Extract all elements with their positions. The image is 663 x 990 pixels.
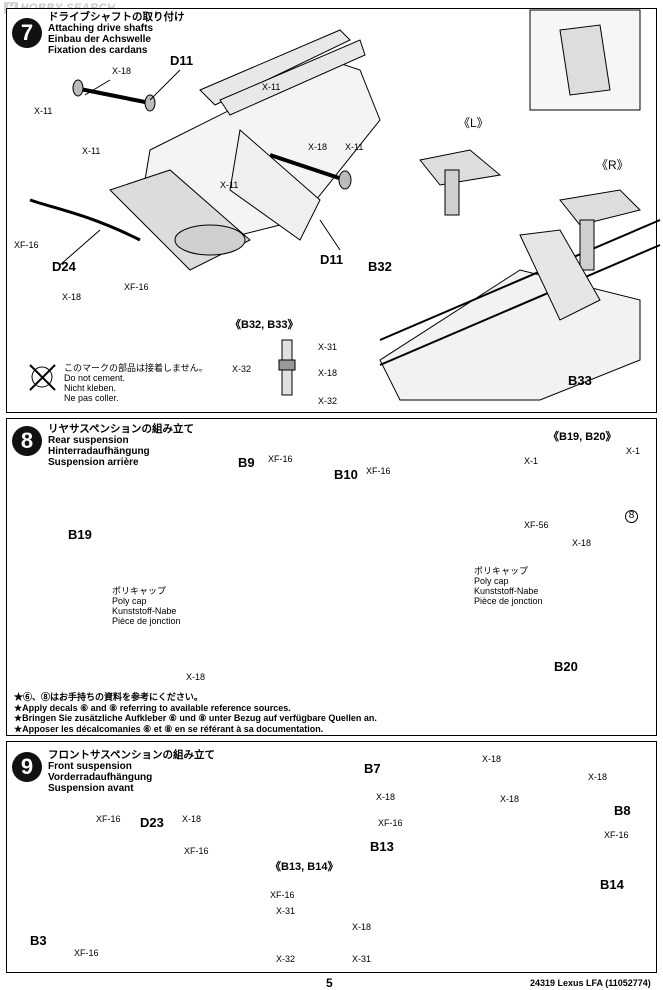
- step7-sub-x32-b: X-32: [318, 396, 338, 406]
- step8-polycap-left: ポリキャップ Poly cap Kunststoff-Nabe Pièce de…: [112, 586, 181, 626]
- label-b9: B9: [238, 455, 255, 470]
- step7-badge: 7: [12, 18, 42, 48]
- label-s9-xf16-a: XF-16: [96, 814, 121, 824]
- step8-sub-title: 《B19, B20》: [548, 431, 617, 443]
- step7-title-fr: Fixation des cardans: [48, 45, 148, 56]
- polycap-right-jp: ポリキャップ: [474, 566, 529, 576]
- product-code: 24319 Lexus LFA (11052774): [530, 978, 651, 988]
- step9-title-de: Vorderradaufhängung: [48, 772, 153, 783]
- step9-sub-x18: X-18: [352, 922, 372, 932]
- step8-sub-xf56: XF-56: [524, 520, 549, 530]
- label-s9-x18-a: X-18: [182, 814, 202, 824]
- step7-sub-title: 《B32, B33》: [230, 319, 299, 331]
- polycap-right-de: Kunststoff-Nabe: [474, 586, 539, 596]
- label-b3: B3: [30, 933, 47, 948]
- step9-sub-x31-a: X-31: [276, 906, 296, 916]
- label-x18-a: X-18: [112, 66, 132, 76]
- polycap-left-fr: Pièce de jonction: [112, 616, 181, 626]
- label-b7: B7: [364, 761, 381, 776]
- step7-sub-x32-a: X-32: [232, 364, 252, 374]
- label-s9-x18-e: X-18: [500, 794, 520, 804]
- polycap-left-en: Poly cap: [112, 596, 147, 606]
- label-d11-bottom: D11: [320, 252, 344, 267]
- label-s9-xf16-e: XF-16: [604, 830, 629, 840]
- label-b8: B8: [614, 803, 631, 818]
- no-cement-de: Nicht kleben.: [64, 383, 117, 393]
- label-b9-xf16: XF-16: [268, 454, 293, 464]
- step7-title-en: Attaching drive shafts: [48, 23, 154, 34]
- label-s9-x18-b: X-18: [482, 754, 502, 764]
- label-d23: D23: [140, 815, 164, 830]
- label-x18-c: X-18: [62, 292, 82, 302]
- step9-title-en: Front suspension: [48, 761, 132, 772]
- step8-decal-notes: ★⑥、⑧はお手持ちの資料を参考にください。 ★Apply decals ⑥ an…: [14, 692, 377, 734]
- label-b20: B20: [554, 659, 578, 674]
- label-step8-x18: X-18: [186, 672, 206, 682]
- label-b10: B10: [334, 467, 358, 482]
- label-left-side: 《L》: [458, 116, 489, 130]
- step8-title-de: Hinterradaufhängung: [48, 446, 150, 457]
- step8-decal-8: 8: [625, 510, 638, 523]
- no-cement-fr: Ne pas coller.: [64, 393, 119, 403]
- label-d24: D24: [52, 259, 76, 274]
- no-cement-jp: このマークの部品は接着しません。: [64, 363, 208, 373]
- label-xf16-a: XF-16: [14, 240, 39, 250]
- step8-title-fr: Suspension arrière: [48, 457, 139, 468]
- decal-note-fr: ★Apposer les décalcomanies ⑥ et ⑧ en se …: [14, 723, 324, 734]
- label-b13: B13: [370, 839, 394, 854]
- step8-polycap-right: ポリキャップ Poly cap Kunststoff-Nabe Pièce de…: [474, 566, 543, 606]
- label-d11-top: D11: [170, 53, 194, 68]
- step8-sub-x1-a: X-1: [524, 456, 539, 466]
- page-number: 5: [326, 976, 333, 990]
- step9-sub-x32: X-32: [276, 954, 296, 964]
- label-b14: B14: [600, 877, 624, 892]
- step7-no-cement: このマークの部品は接着しません。 Do not cement. Nicht kl…: [64, 363, 208, 403]
- polycap-right-en: Poly cap: [474, 576, 509, 586]
- step7-sub-x18: X-18: [318, 368, 338, 378]
- label-x11-a: X-11: [34, 106, 53, 116]
- label-x11-c: X-11: [262, 82, 281, 92]
- label-b19: B19: [68, 527, 92, 542]
- step9-title-fr: Suspension avant: [48, 783, 134, 794]
- decal-note-jp: ★⑥、⑧はお手持ちの資料を参考にください。: [14, 692, 203, 702]
- label-s9-x18-d: X-18: [588, 772, 608, 782]
- step9-sub-x31-b: X-31: [352, 954, 372, 964]
- label-b10-xf16: XF-16: [366, 466, 391, 476]
- step8-sub-x1-b: X-1: [626, 446, 641, 456]
- label-s9-xf16-b: XF-16: [184, 846, 209, 856]
- step9-sub-xf16: XF-16: [270, 890, 295, 900]
- label-x11-e: X-11: [220, 180, 239, 190]
- label-b32: B32: [368, 259, 392, 274]
- step8-title-en: Rear suspension: [48, 435, 129, 446]
- step8-titles: リヤサスペンションの組み立て Rear suspension Hinterrad…: [48, 423, 195, 469]
- label-x11-b: X-11: [82, 146, 101, 156]
- polycap-right-fr: Pièce de jonction: [474, 596, 543, 606]
- step9-titles: フロントサスペンションの組み立て Front suspension Vorder…: [48, 749, 216, 795]
- step7-title-de: Einbau der Achswelle: [48, 34, 151, 45]
- label-right-side: 《R》: [596, 158, 629, 172]
- step8-panel: [6, 418, 657, 736]
- step7-title-jp: ドライブシャフトの取り付け: [48, 11, 185, 23]
- label-s9-x18-c: X-18: [376, 792, 396, 802]
- step7-sub-x31: X-31: [318, 342, 338, 352]
- decal-note-de: ★Bringen Sie zusätzliche Aufkleber ⑥ und…: [14, 713, 377, 723]
- label-b33: B33: [568, 373, 592, 388]
- label-x11-d: X-11: [345, 142, 364, 152]
- polycap-left-jp: ポリキャップ: [112, 586, 167, 596]
- step8-sub-x18: X-18: [572, 538, 592, 548]
- label-s9-xf16-d: XF-16: [378, 818, 403, 828]
- step7-titles: ドライブシャフトの取り付け Attaching drive shafts Ein…: [48, 11, 185, 57]
- step8-badge: 8: [12, 426, 42, 456]
- step9-sub-title: 《B13, B14》: [270, 861, 339, 873]
- label-xf16-b: XF-16: [124, 282, 149, 292]
- polycap-left-de: Kunststoff-Nabe: [112, 606, 177, 616]
- decal-note-en: ★Apply decals ⑥ and ⑧ referring to avail…: [14, 702, 291, 713]
- step9-panel: [6, 741, 657, 973]
- step9-title-jp: フロントサスペンションの組み立て: [48, 749, 216, 761]
- step8-title-jp: リヤサスペンションの組み立て: [48, 423, 195, 435]
- step9-badge: 9: [12, 752, 42, 782]
- label-s9-xf16-c: XF-16: [74, 948, 99, 958]
- no-cement-en: Do not cement.: [64, 373, 126, 383]
- label-x18-b: X-18: [308, 142, 328, 152]
